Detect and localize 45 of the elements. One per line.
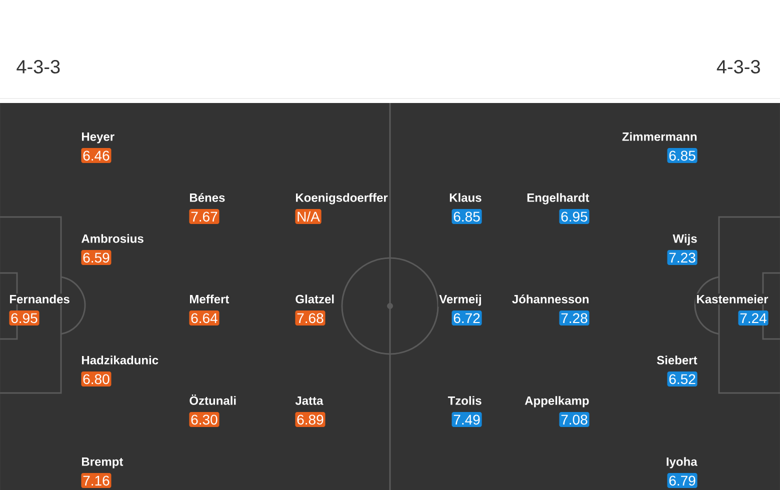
rating-badge: N/A xyxy=(295,209,322,224)
rating-badge: 6.85 xyxy=(452,209,482,224)
rating-badge: 7.16 xyxy=(81,473,112,488)
rating-badge: 7.49 xyxy=(452,412,482,427)
player-name: Vermeij xyxy=(438,294,483,307)
rating-badge: 6.59 xyxy=(81,250,112,265)
player-name: Öztunali xyxy=(188,394,238,406)
rating-badge: 6.30 xyxy=(189,412,220,427)
rating-badge: 6.72 xyxy=(452,310,482,326)
player-name: Wijs xyxy=(672,233,698,246)
formation-label: 4-3-3 xyxy=(716,60,760,74)
rating-badge: 6.64 xyxy=(189,310,220,326)
player-name: Klaus xyxy=(448,192,483,203)
rating-badge: 6.79 xyxy=(667,473,698,488)
rating-badge: 6.89 xyxy=(295,412,326,427)
player-name: Koenigsdoerffer xyxy=(294,192,389,206)
player-name: Fernandes xyxy=(8,294,71,304)
rating-badge: 7.23 xyxy=(667,250,698,265)
player-name: Jatta xyxy=(294,396,324,406)
rating-badge: 6.95 xyxy=(559,209,590,224)
player-name: Engelhardt xyxy=(526,192,590,206)
player-name: Tzolis xyxy=(446,395,483,406)
player-name: Zimmermann xyxy=(620,131,698,142)
player-name: Kastenmeier xyxy=(695,294,770,304)
rating-badge: 6.52 xyxy=(667,372,698,386)
player-name: Brempt xyxy=(80,456,124,470)
rating-badge: 6.95 xyxy=(9,310,40,326)
player-name: Ambrosius xyxy=(80,233,145,244)
rating-badge: 7.08 xyxy=(559,412,590,427)
player-name: Hadzikadunic xyxy=(80,354,160,366)
rating-badge: 7.28 xyxy=(559,310,590,326)
formation-label: 4-3-3 xyxy=(16,60,60,74)
rating-badge: 6.80 xyxy=(81,372,112,386)
player-name: Iyoha xyxy=(664,456,698,470)
rating-badge: 7.67 xyxy=(189,209,220,224)
rating-badge: 7.24 xyxy=(738,310,768,326)
player-name: Appelkamp xyxy=(524,395,590,408)
player-name: Jóhannesson xyxy=(510,294,590,304)
player-name: Heyer xyxy=(80,132,116,144)
rating-badge: 6.46 xyxy=(81,148,112,163)
rating-badge: 7.68 xyxy=(295,310,326,326)
player-name: Bénes xyxy=(188,192,226,203)
player-name: Siebert xyxy=(656,354,698,366)
player-name: Glatzel xyxy=(294,294,336,304)
player-name: Meffert xyxy=(188,294,230,304)
